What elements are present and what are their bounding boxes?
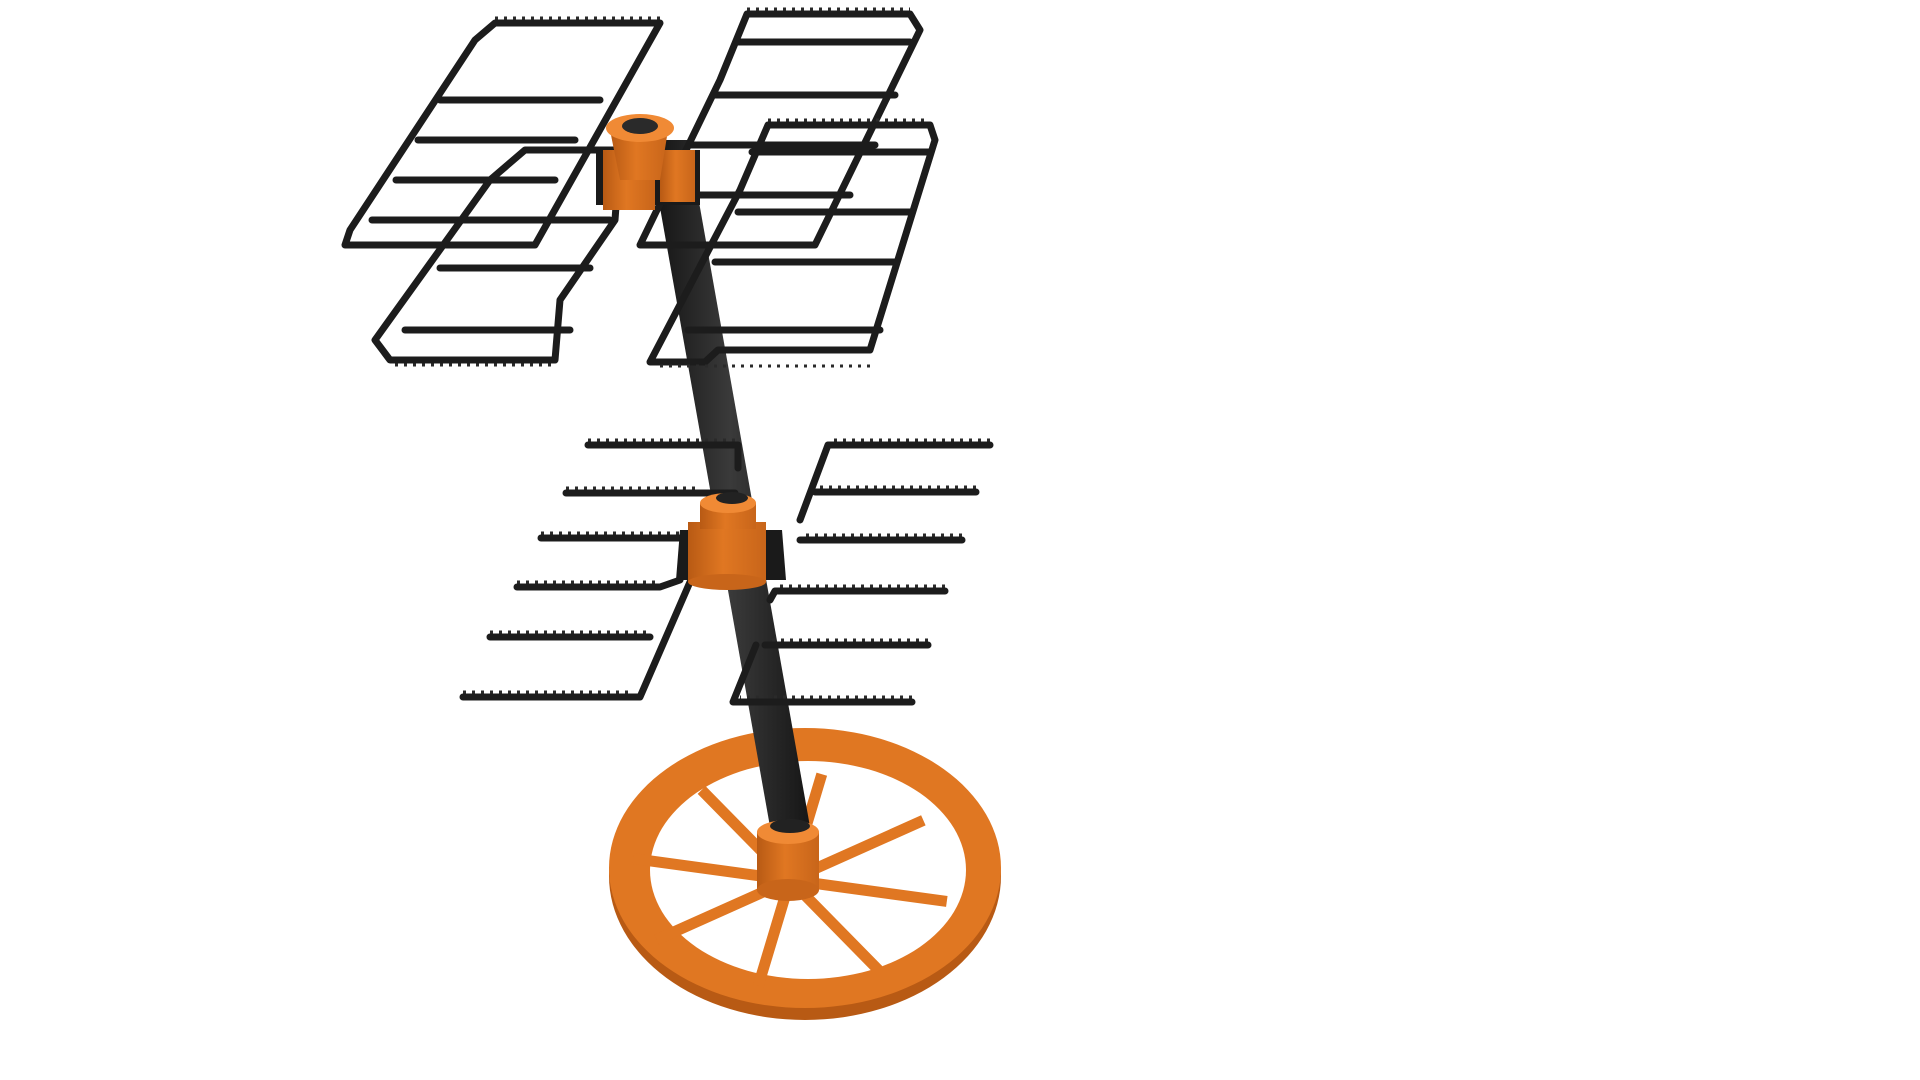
center-pole bbox=[648, 140, 812, 838]
top-hub bbox=[596, 114, 700, 210]
upper-panel-back-left bbox=[341, 16, 664, 249]
middle-hub bbox=[676, 492, 786, 590]
middle-arm-left bbox=[459, 438, 742, 701]
base-hub bbox=[757, 819, 819, 901]
middle-arm-right bbox=[729, 438, 994, 706]
upper-panel-front-right bbox=[646, 118, 939, 368]
